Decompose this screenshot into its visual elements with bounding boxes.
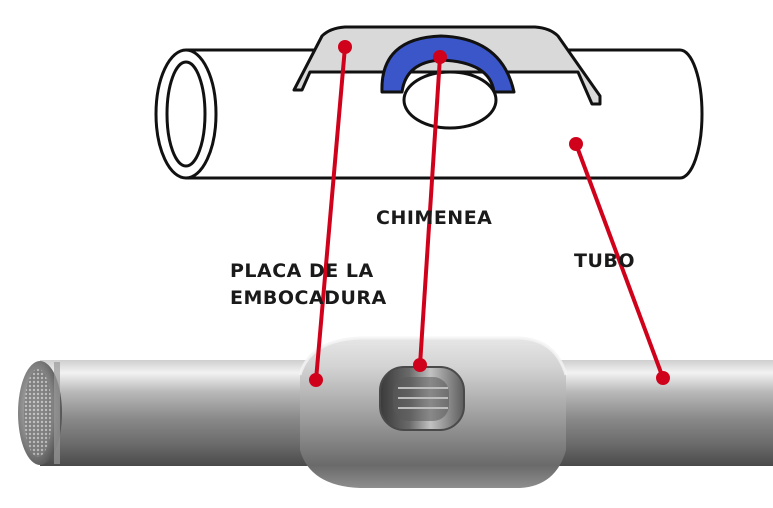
callout-dot-placa-top: [338, 40, 352, 54]
callout-dot-tubo-top: [569, 137, 583, 151]
label-placa-line2: EMBOCADURA: [230, 287, 387, 309]
callouts: [309, 40, 670, 387]
label-tubo: TUBO: [574, 250, 636, 272]
tube-schematic: [154, 25, 704, 180]
crown-knurl: [24, 369, 52, 457]
callout-dot-tubo-bottom: [656, 371, 670, 385]
label-placa-embocadura: PLACA DE LA EMBOCADURA: [230, 258, 387, 312]
callout-line-chimenea: [418, 56, 442, 366]
callout-line-placa: [314, 46, 347, 381]
tube-opening-inner: [165, 60, 207, 168]
callout-line-tubo: [574, 143, 665, 379]
chimney-schematic: [380, 34, 516, 94]
embouchure-hole-schematic: [402, 70, 498, 130]
label-placa-line1: PLACA DE LA: [230, 260, 374, 282]
callout-dot-placa-bottom: [309, 373, 323, 387]
lip-plate-schematic: [292, 25, 602, 106]
callout-dot-chimenea-top: [433, 50, 447, 64]
label-chimenea: CHIMENEA: [376, 207, 493, 229]
flute-headjoint-photo: [18, 336, 773, 488]
callout-dot-chimenea-bottom: [413, 358, 427, 372]
